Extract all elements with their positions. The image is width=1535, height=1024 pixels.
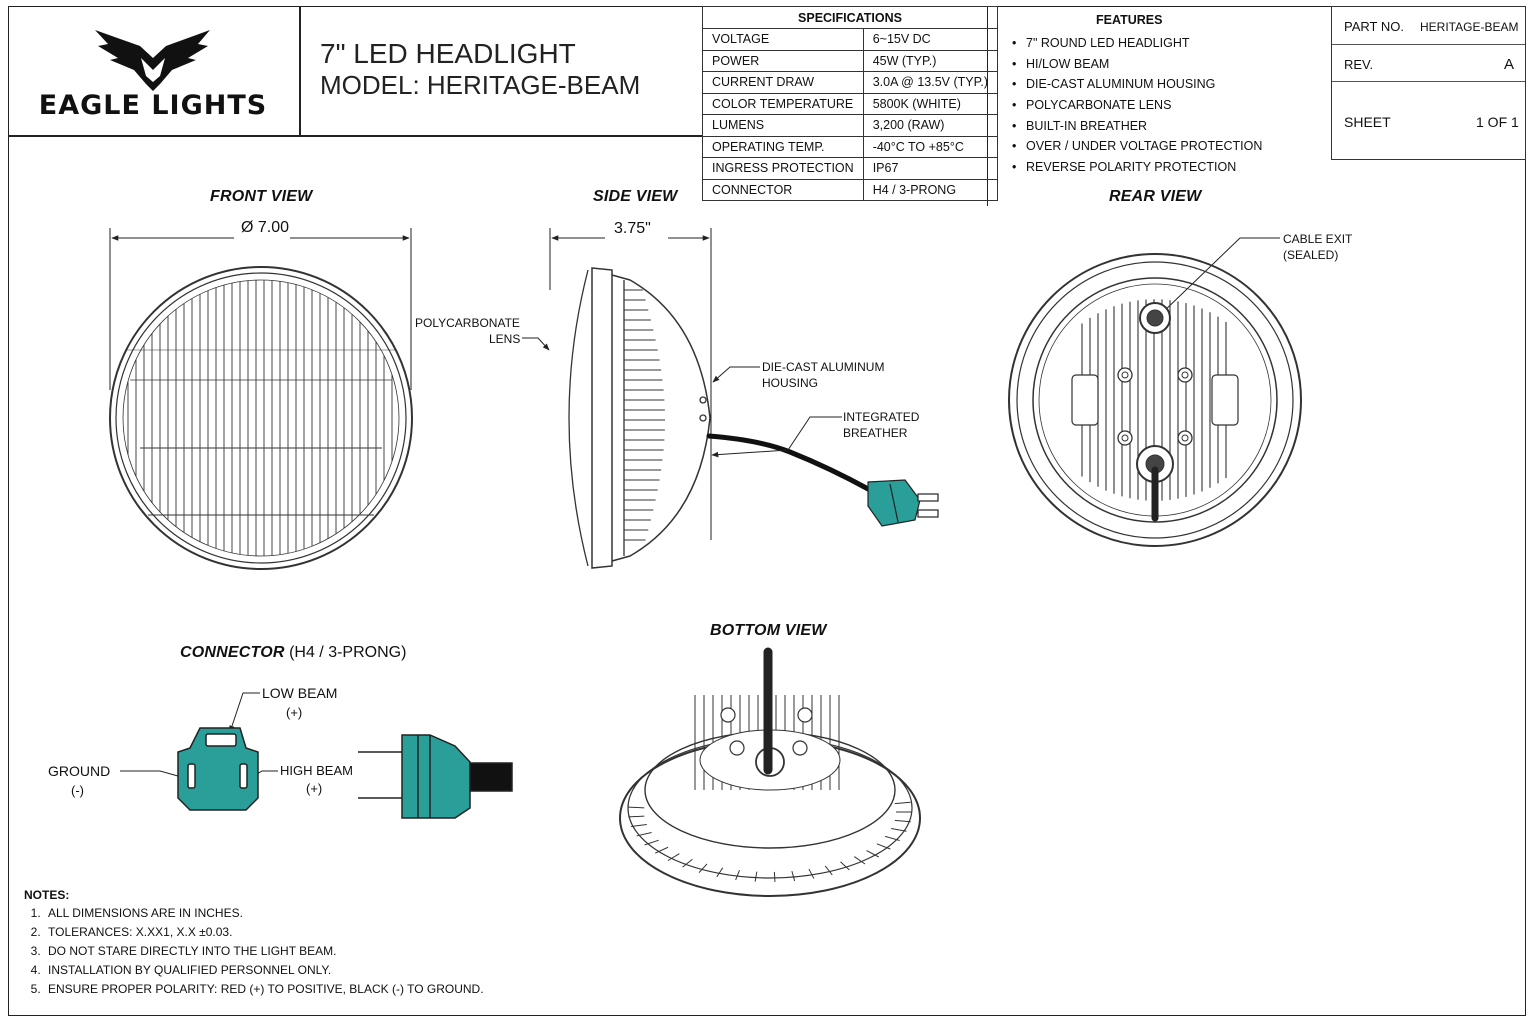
spec-key: VOLTAGE bbox=[702, 28, 864, 51]
sheet-value: 1 OF 1 bbox=[1476, 114, 1519, 130]
spec-key: COLOR TEMPERATURE bbox=[702, 92, 864, 115]
model-title: MODEL: HERITAGE-BEAM bbox=[320, 70, 641, 100]
spec-key: LUMENS bbox=[702, 114, 864, 137]
list-item: ENSURE PROPER POLARITY: RED (+) TO POSIT… bbox=[44, 980, 484, 999]
rear-view-title: REAR VIEW bbox=[1109, 188, 1202, 205]
brand-name: EAGLE LIGHTS bbox=[38, 90, 268, 121]
high-beam-polarity: (+) bbox=[306, 781, 323, 796]
product-title: 7" LED HEADLIGHT bbox=[320, 38, 576, 69]
features-heading: FEATURES bbox=[1096, 13, 1163, 27]
spec-value: 3,200 (RAW) bbox=[862, 114, 998, 137]
list-item: INSTALLATION BY QUALIFIED PERSONNEL ONLY… bbox=[44, 961, 484, 980]
callout-line: INTEGRATED bbox=[843, 410, 920, 424]
eagle-logo-icon bbox=[95, 30, 210, 91]
cable-exit-callout: CABLE EXIT (SEALED) bbox=[1283, 231, 1352, 263]
housing-callout: DIE-CAST ALUMINUM HOUSING bbox=[762, 359, 884, 391]
list-item: 7" ROUND LED HEADLIGHT bbox=[1012, 33, 1262, 54]
front-diameter-dimension: Ø 7.00 bbox=[238, 219, 293, 237]
low-beam-label: LOW BEAM bbox=[262, 685, 338, 701]
list-item: DIE-CAST ALUMINUM HOUSING bbox=[1012, 74, 1262, 95]
spec-key: CONNECTOR bbox=[702, 178, 864, 201]
list-item: REVERSE POLARITY PROTECTION bbox=[1012, 157, 1262, 178]
bottom-view-title: BOTTOM VIEW bbox=[710, 622, 827, 639]
callout-line: POLYCARBONATE bbox=[415, 316, 520, 330]
list-item: TOLERANCES: X.XX1, X.X ±0.03. bbox=[44, 923, 484, 942]
low-beam-polarity: (+) bbox=[286, 705, 303, 720]
callout-line: DIE-CAST ALUMINUM bbox=[762, 360, 885, 374]
list-item: HI/LOW BEAM bbox=[1012, 54, 1262, 75]
header-divider bbox=[8, 135, 702, 137]
callout-line: LENS bbox=[489, 332, 521, 346]
spec-value: -40°C TO +85°C bbox=[862, 135, 998, 158]
notes-section: NOTES: ALL DIMENSIONS ARE IN INCHES. TOL… bbox=[24, 888, 484, 999]
spec-value: H4 / 3-PRONG bbox=[862, 178, 998, 201]
part-no-label: PART NO. bbox=[1344, 19, 1404, 34]
table-row: OPERATING TEMP.-40°C TO +85°C bbox=[702, 135, 998, 158]
spec-key: OPERATING TEMP. bbox=[702, 135, 864, 158]
callout-line: (SEALED) bbox=[1283, 248, 1339, 262]
spec-value: IP67 bbox=[862, 157, 998, 180]
list-item: OVER / UNDER VOLTAGE PROTECTION bbox=[1012, 136, 1262, 157]
callout-line: BREATHER bbox=[843, 426, 908, 440]
rev-value: A bbox=[1504, 56, 1515, 73]
spec-value: 3.0A @ 13.5V (TYP.) bbox=[862, 71, 998, 94]
high-beam-label: HIGH BEAM bbox=[280, 763, 353, 778]
list-item: BUILT-IN BREATHER bbox=[1012, 116, 1262, 137]
connector-view-title: CONNECTOR (H4 / 3-PRONG) bbox=[180, 644, 406, 662]
breather-callout: INTEGRATED BREATHER bbox=[843, 409, 919, 441]
spec-key: POWER bbox=[702, 49, 864, 72]
connector-subtitle: (H4 / 3-PRONG) bbox=[289, 644, 407, 661]
logo-divider bbox=[299, 6, 301, 136]
spec-value: 5800K (WHITE) bbox=[862, 92, 998, 115]
callout-line: HOUSING bbox=[762, 376, 819, 390]
spec-key: CURRENT DRAW bbox=[702, 71, 864, 94]
notes-heading: NOTES: bbox=[24, 888, 70, 902]
specifications-heading: SPECIFICATIONS bbox=[702, 6, 998, 29]
title-block: PART NO. HERITAGE-BEAM REV. A SHEET 1 OF… bbox=[1331, 6, 1526, 160]
spec-value: 45W (TYP.) bbox=[862, 49, 998, 72]
part-no-value: HERITAGE-BEAM bbox=[1420, 20, 1519, 34]
ground-label: GROUND bbox=[48, 763, 111, 779]
list-item: ALL DIMENSIONS ARE IN INCHES. bbox=[44, 904, 484, 923]
side-depth-dimension: 3.75" bbox=[611, 220, 654, 238]
list-item: POLYCARBONATE LENS bbox=[1012, 95, 1262, 116]
rev-label: REV. bbox=[1344, 57, 1374, 72]
list-item: DO NOT STARE DIRECTLY INTO THE LIGHT BEA… bbox=[44, 942, 484, 961]
callout-line: CABLE EXIT bbox=[1283, 232, 1353, 246]
spec-key: INGRESS PROTECTION bbox=[702, 157, 864, 180]
lens-callout: POLYCARBONATE LENS bbox=[415, 315, 520, 347]
spec-value: 6~15V DC bbox=[862, 28, 998, 51]
features-list: 7" ROUND LED HEADLIGHT HI/LOW BEAM DIE-C… bbox=[1012, 33, 1262, 178]
ground-polarity: (-) bbox=[71, 783, 84, 798]
front-view-title: FRONT VIEW bbox=[210, 188, 313, 205]
side-view-title: SIDE VIEW bbox=[593, 188, 678, 205]
sheet-label: SHEET bbox=[1344, 114, 1391, 130]
connector-title: CONNECTOR bbox=[180, 644, 285, 661]
